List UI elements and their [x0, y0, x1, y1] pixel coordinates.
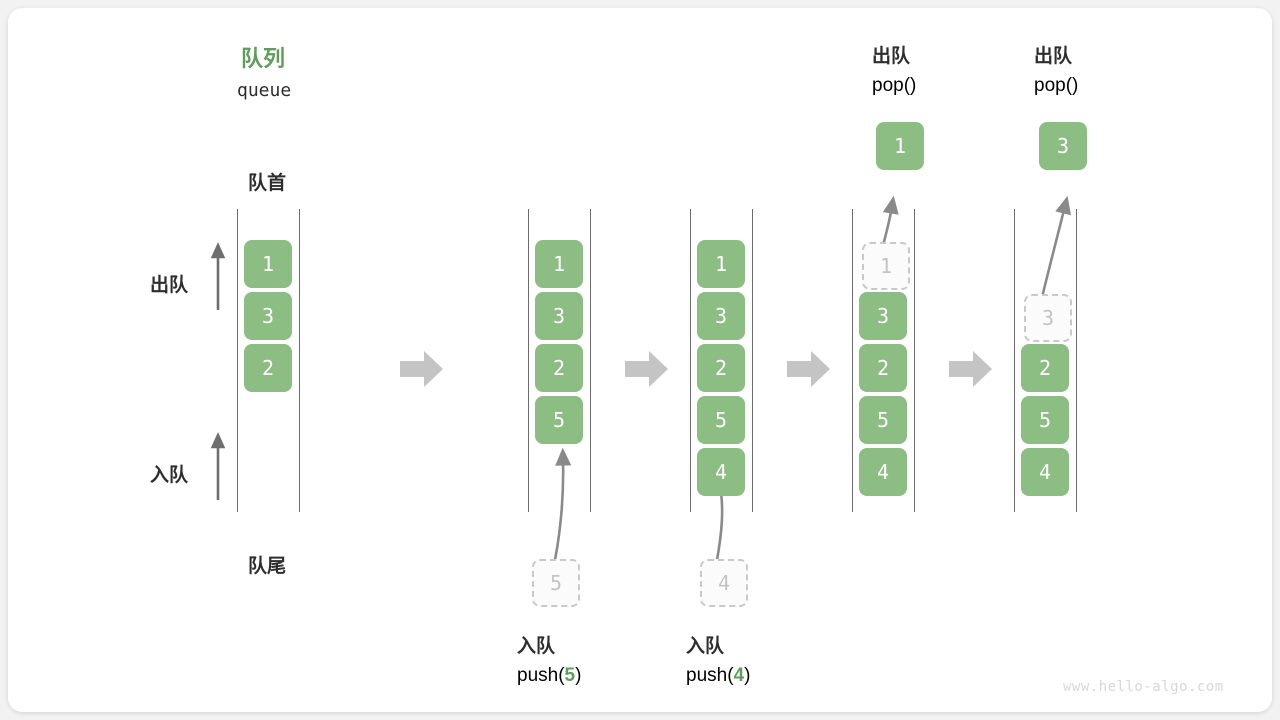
code-push-prefix: push(	[517, 665, 565, 686]
queue-cell: 3	[859, 292, 907, 340]
queue-tail-label: 队尾	[248, 556, 287, 577]
queue-rail-left	[237, 209, 239, 512]
incoming-ghost-cell: 5	[532, 559, 580, 607]
queue-cell: 2	[244, 344, 292, 392]
queue-rail-right	[914, 209, 916, 512]
queue-rail-right	[752, 209, 754, 512]
step-caption-code: push(5)	[517, 665, 581, 687]
step-caption-cn: 出队	[1034, 46, 1073, 67]
watermark: www.hello-algo.com	[1063, 679, 1224, 695]
queue-cell: 5	[859, 396, 907, 444]
step-caption-cn: 入队	[517, 636, 556, 657]
step-transition-arrow	[625, 351, 668, 387]
queue-rail-left	[1014, 209, 1016, 512]
step-transition-arrow	[787, 351, 830, 387]
queue-cell-ghost: 1	[862, 242, 910, 290]
diagram-card: 队列 queue 队首 队尾 出队 入队 1 3 2 1 3 2 5 5 入队 …	[8, 8, 1272, 712]
queue-rail-right	[299, 209, 301, 512]
code-push-suffix: )	[575, 665, 582, 686]
queue-cell-ghost: 3	[1024, 294, 1072, 342]
queue-cell: 1	[535, 240, 583, 288]
queue-cell: 1	[697, 240, 745, 288]
step-transition-arrow	[949, 351, 992, 387]
queue-cell: 1	[244, 240, 292, 288]
step-transition-arrow	[400, 351, 443, 387]
queue-cell: 5	[697, 396, 745, 444]
queue-rail-right	[1076, 209, 1078, 512]
page-subtitle: queue	[237, 80, 292, 101]
queue-cell: 3	[697, 292, 745, 340]
push-4-feed-arrow	[713, 475, 730, 561]
page-title: 队列	[241, 46, 286, 71]
code-push-arg: 4	[733, 665, 745, 686]
queue-cell: 2	[535, 344, 583, 392]
queue-cell: 2	[697, 344, 745, 392]
push-5-feed-arrow	[553, 447, 572, 561]
code-push-arg: 5	[564, 665, 576, 686]
step-caption-cn: 入队	[686, 636, 725, 657]
code-push-suffix: )	[744, 665, 751, 686]
queue-cell: 3	[535, 292, 583, 340]
queue-cell: 3	[244, 292, 292, 340]
queue-cell: 4	[859, 448, 907, 496]
popped-cell: 1	[876, 122, 924, 170]
step-caption-code: pop()	[1034, 75, 1079, 96]
step-caption-code: push(4)	[686, 665, 750, 687]
queue-rail-right	[590, 209, 592, 512]
popped-cell: 3	[1039, 122, 1087, 170]
enqueue-direction-label: 入队	[150, 465, 189, 486]
queue-rail-left	[528, 209, 530, 512]
dequeue-direction-label: 出队	[150, 275, 189, 296]
queue-cell: 4	[1021, 448, 1069, 496]
queue-cell: 2	[1021, 344, 1069, 392]
queue-cell: 4	[697, 448, 745, 496]
queue-head-label: 队首	[248, 173, 287, 194]
step-caption-code: pop()	[872, 75, 917, 96]
incoming-ghost-cell: 4	[700, 559, 748, 607]
code-push-prefix: push(	[686, 665, 734, 686]
queue-cell: 5	[535, 396, 583, 444]
queue-cell: 5	[1021, 396, 1069, 444]
queue-rail-left	[852, 209, 854, 512]
step-caption-cn: 出队	[872, 46, 911, 67]
queue-cell: 2	[859, 344, 907, 392]
diagram-stage: 队列 queue 队首 队尾 出队 入队 1 3 2 1 3 2 5 5 入队 …	[8, 8, 1272, 712]
queue-rail-left	[690, 209, 692, 512]
